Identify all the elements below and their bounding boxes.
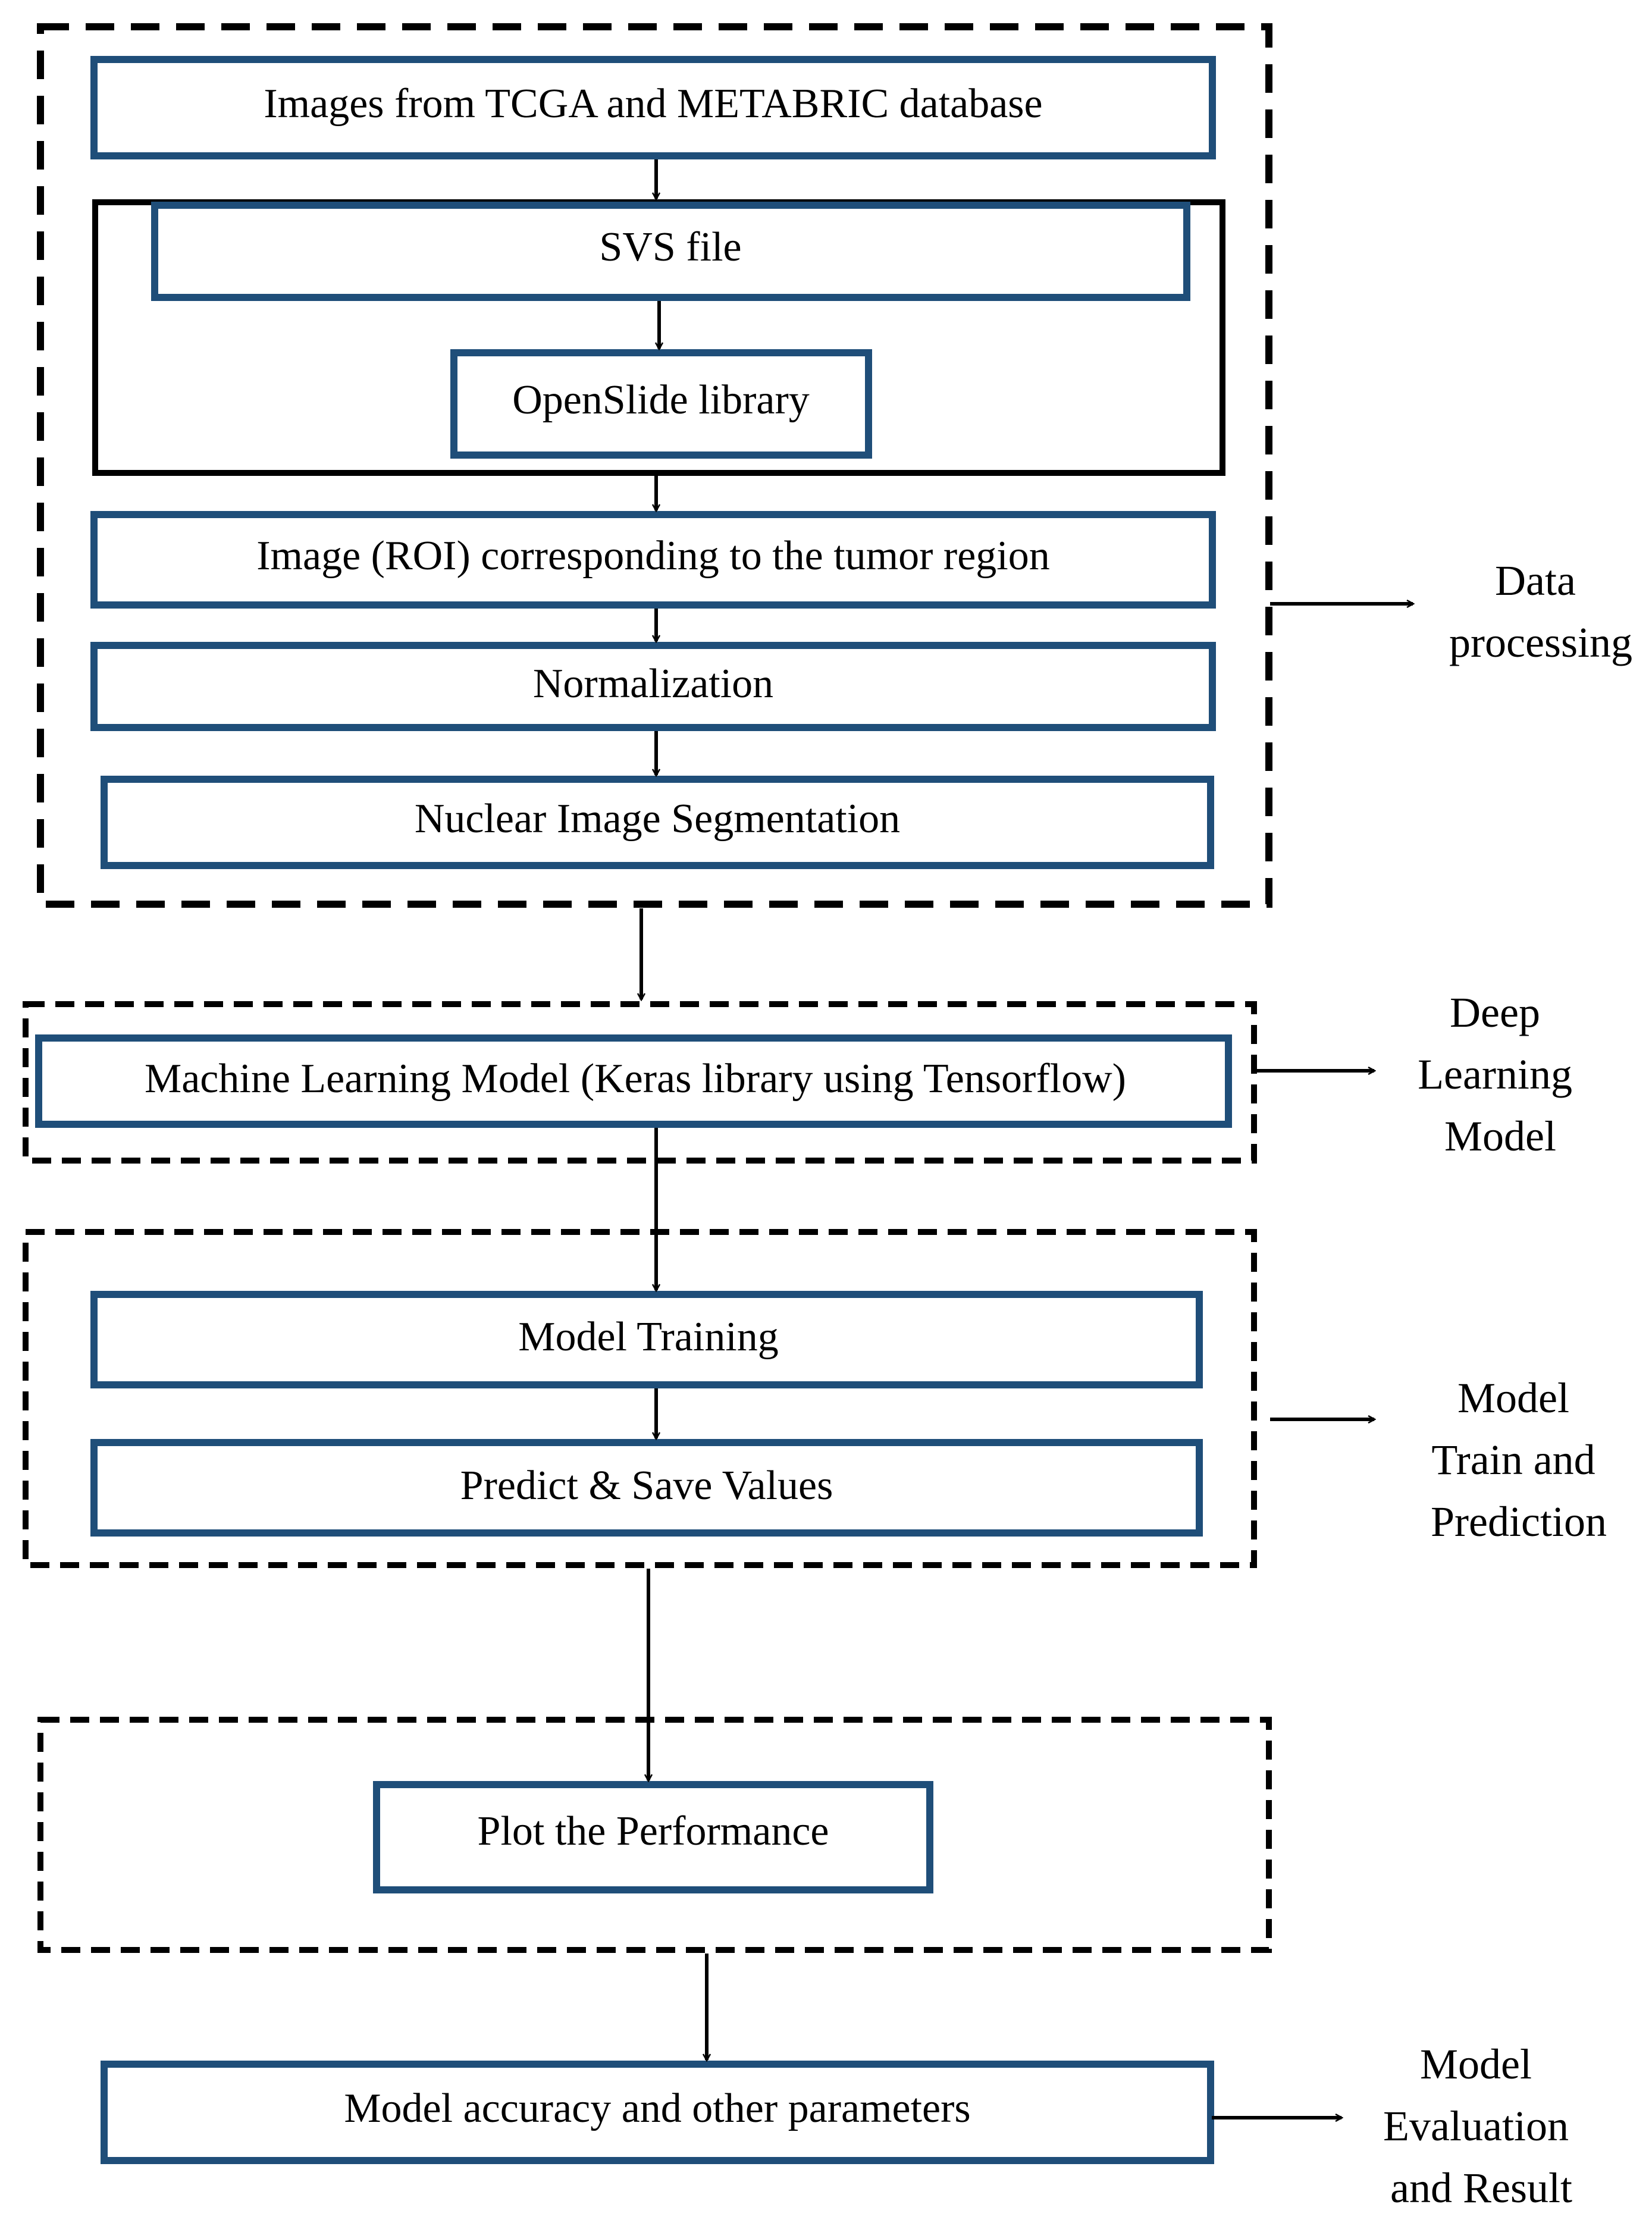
step-ml-model: Machine Learning Model (Keras library us… bbox=[35, 1034, 1232, 1128]
step-predict-save-label: Predict & Save Values bbox=[460, 1463, 833, 1509]
stage-deep-learning-label: Deep Learning Model bbox=[1418, 989, 1583, 1160]
step-plot-performance: Plot the Performance bbox=[373, 1781, 933, 1893]
stage-data-processing-label: Data processing bbox=[1449, 557, 1632, 666]
evaluation-group bbox=[37, 1717, 1272, 1953]
step-images-source-label: Images from TCGA and METABRIC database bbox=[264, 81, 1042, 127]
step-predict-save: Predict & Save Values bbox=[90, 1439, 1203, 1537]
step-segmentation-label: Nuclear Image Segmentation bbox=[415, 796, 900, 842]
step-roi: Image (ROI) corresponding to the tumor r… bbox=[90, 511, 1216, 609]
step-openslide-label: OpenSlide library bbox=[512, 377, 810, 423]
step-openslide: OpenSlide library bbox=[450, 349, 872, 459]
step-plot-performance-label: Plot the Performance bbox=[478, 1808, 829, 1854]
step-model-training-label: Model Training bbox=[518, 1314, 779, 1360]
step-normalization-label: Normalization bbox=[533, 661, 773, 707]
step-accuracy-label: Model accuracy and other parameters bbox=[344, 2086, 970, 2131]
train-prediction-group bbox=[23, 1229, 1257, 1568]
stage-evaluation-label: Model Evaluation and Result bbox=[1383, 2040, 1579, 2212]
stage-train-prediction-label: Model Train and Prediction bbox=[1431, 1374, 1607, 1545]
step-segmentation: Nuclear Image Segmentation bbox=[101, 776, 1214, 869]
step-accuracy: Model accuracy and other parameters bbox=[101, 2061, 1214, 2164]
step-svs-file-label: SVS file bbox=[599, 224, 741, 270]
step-images-source: Images from TCGA and METABRIC database bbox=[90, 56, 1216, 159]
step-roi-label: Image (ROI) corresponding to the tumor r… bbox=[256, 533, 1050, 579]
step-model-training: Model Training bbox=[90, 1291, 1203, 1388]
deep-learning-group bbox=[23, 1001, 1257, 1164]
step-svs-file: SVS file bbox=[151, 202, 1190, 301]
step-normalization: Normalization bbox=[90, 642, 1216, 731]
step-ml-model-label: Machine Learning Model (Keras library us… bbox=[145, 1056, 1126, 1102]
data-processing-group bbox=[37, 23, 1272, 908]
